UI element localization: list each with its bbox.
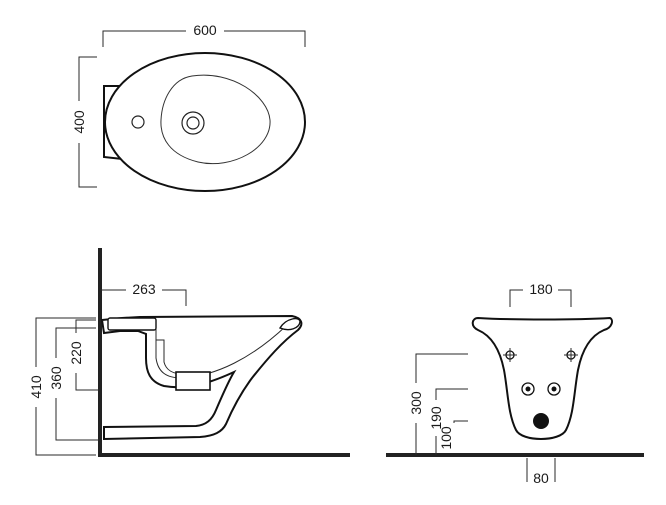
lower-fix-dimension: 220 [68, 319, 100, 391]
side-view: 263 410 360 220 [28, 248, 350, 457]
rear-fixing [107, 317, 157, 331]
depth-dimension: 400 [71, 56, 97, 188]
front-outline [471, 316, 613, 440]
waste-outlet-dimension: 100 [438, 420, 468, 450]
drain-inner [186, 116, 200, 130]
top-view: 600 400 [71, 22, 306, 192]
waste-width-dimension: 80 [526, 458, 556, 486]
upper-fix-dimension: 360 [48, 327, 100, 441]
supply-height-dimension: 300 [408, 353, 468, 455]
offset-dimension: 263 [100, 281, 187, 306]
left-fixing-hole [503, 348, 517, 362]
waste-spigot [175, 371, 211, 391]
rim-height-label: 410 [28, 375, 44, 399]
waste-outlet-label: 100 [438, 426, 454, 450]
width-label: 600 [193, 22, 217, 38]
supply-height-label: 300 [408, 391, 424, 415]
right-fixing-hole [564, 348, 578, 362]
fixing-spacing-label: 180 [529, 281, 553, 297]
fixing-spacing-dimension: 180 [509, 281, 572, 307]
lower-fix-label: 220 [68, 341, 84, 365]
waste-height-label: 190 [428, 406, 444, 430]
width-dimension: 600 [102, 22, 306, 47]
rim-height-dimension: 410 [28, 317, 96, 456]
basin-inner [160, 74, 271, 165]
upper-fix-label: 360 [48, 366, 64, 390]
rim-roll [278, 317, 301, 331]
right-supply-hole [547, 382, 561, 396]
waste-width-label: 80 [533, 470, 549, 486]
depth-label: 400 [71, 110, 87, 134]
offset-label: 263 [132, 281, 156, 297]
front-view: 180 300 190 100 80 [386, 281, 644, 486]
waste-outlet [533, 413, 549, 429]
left-supply-hole [521, 382, 535, 396]
tap-hole [131, 115, 145, 129]
waste-height-dimension: 190 [428, 388, 468, 455]
